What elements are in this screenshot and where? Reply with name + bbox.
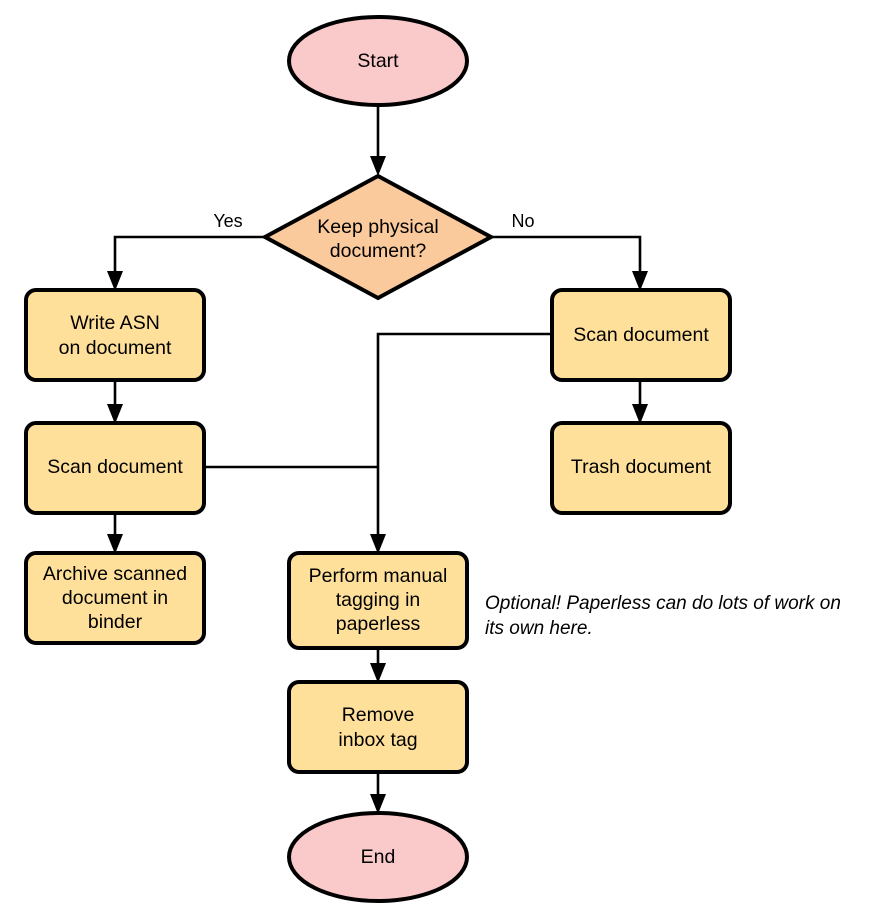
arrowhead-decision-top [370,156,386,176]
arrowhead-tagging-top [370,534,386,554]
tagging-box[interactable] [287,551,469,650]
node-scan-document-left[interactable]: Scan document [24,421,206,515]
end-ellipse[interactable] [287,811,469,903]
remove-inbox-label-line2: inbox tag [338,729,417,751]
node-decision-keep-physical-document[interactable]: Keep physical document? [260,173,496,301]
edge-no-to-scan-right [491,235,642,278]
scan-document-left-label: Scan document [47,456,183,478]
tagging-label-line3: paperless [336,613,421,635]
arrowhead-scan-left-top [107,404,123,424]
node-write-asn[interactable]: Write ASN on document [24,288,206,382]
decision-label-line2: document? [330,240,427,262]
node-start[interactable]: Start [287,15,469,107]
edge-yes-to-write-asn [113,235,265,278]
optional-note-line2: its own here. [485,618,593,639]
node-trash-document[interactable]: Trash document [550,421,732,515]
remove-inbox-tag-box[interactable] [287,680,469,774]
edge-scan-right-to-tagging [376,332,552,541]
scan-document-left-box[interactable] [24,421,206,515]
arrowhead-end-top [370,794,386,814]
trash-document-box[interactable] [550,421,732,515]
decision-diamond[interactable] [260,173,496,301]
connectors-layer [107,105,648,814]
optional-note-line1: Optional! Paperless can do lots of work … [485,593,841,614]
node-scan-document-right[interactable]: Scan document [550,288,732,382]
tagging-label-line2: tagging in [336,589,421,611]
write-asn-label-line2: on document [59,337,172,359]
archive-label-line3: binder [88,611,143,633]
decision-label-line1: Keep physical [317,216,438,238]
arrowhead-remove-inbox-top [370,663,386,683]
arrowhead-write-asn-top [107,271,123,291]
node-perform-manual-tagging[interactable]: Perform manual tagging in paperless [287,551,469,650]
annotation-optional-note: Optional! Paperless can do lots of work … [485,593,841,639]
write-asn-box[interactable] [24,288,206,382]
node-remove-inbox-tag[interactable]: Remove inbox tag [287,680,469,774]
start-label: Start [357,50,399,72]
write-asn-label-line1: Write ASN [70,312,160,334]
arrowhead-archive-top [107,534,123,554]
end-label: End [361,846,396,868]
trash-document-label: Trash document [571,456,712,478]
start-ellipse[interactable] [287,15,469,107]
archive-label-line1: Archive scanned [43,563,187,585]
scan-document-right-label: Scan document [573,324,709,346]
archive-label-line2: document in [62,587,168,609]
edge-label-yes: Yes [213,211,242,231]
arrowhead-scan-right-top [632,271,648,291]
scan-document-right-box[interactable] [550,288,732,382]
node-archive-scanned-document[interactable]: Archive scanned document in binder [24,551,206,645]
remove-inbox-label-line1: Remove [342,704,415,726]
archive-box[interactable] [24,551,206,645]
node-end[interactable]: End [287,811,469,903]
edge-label-no: No [511,211,534,231]
arrowhead-trash-top [632,404,648,424]
tagging-label-line1: Perform manual [309,565,448,587]
